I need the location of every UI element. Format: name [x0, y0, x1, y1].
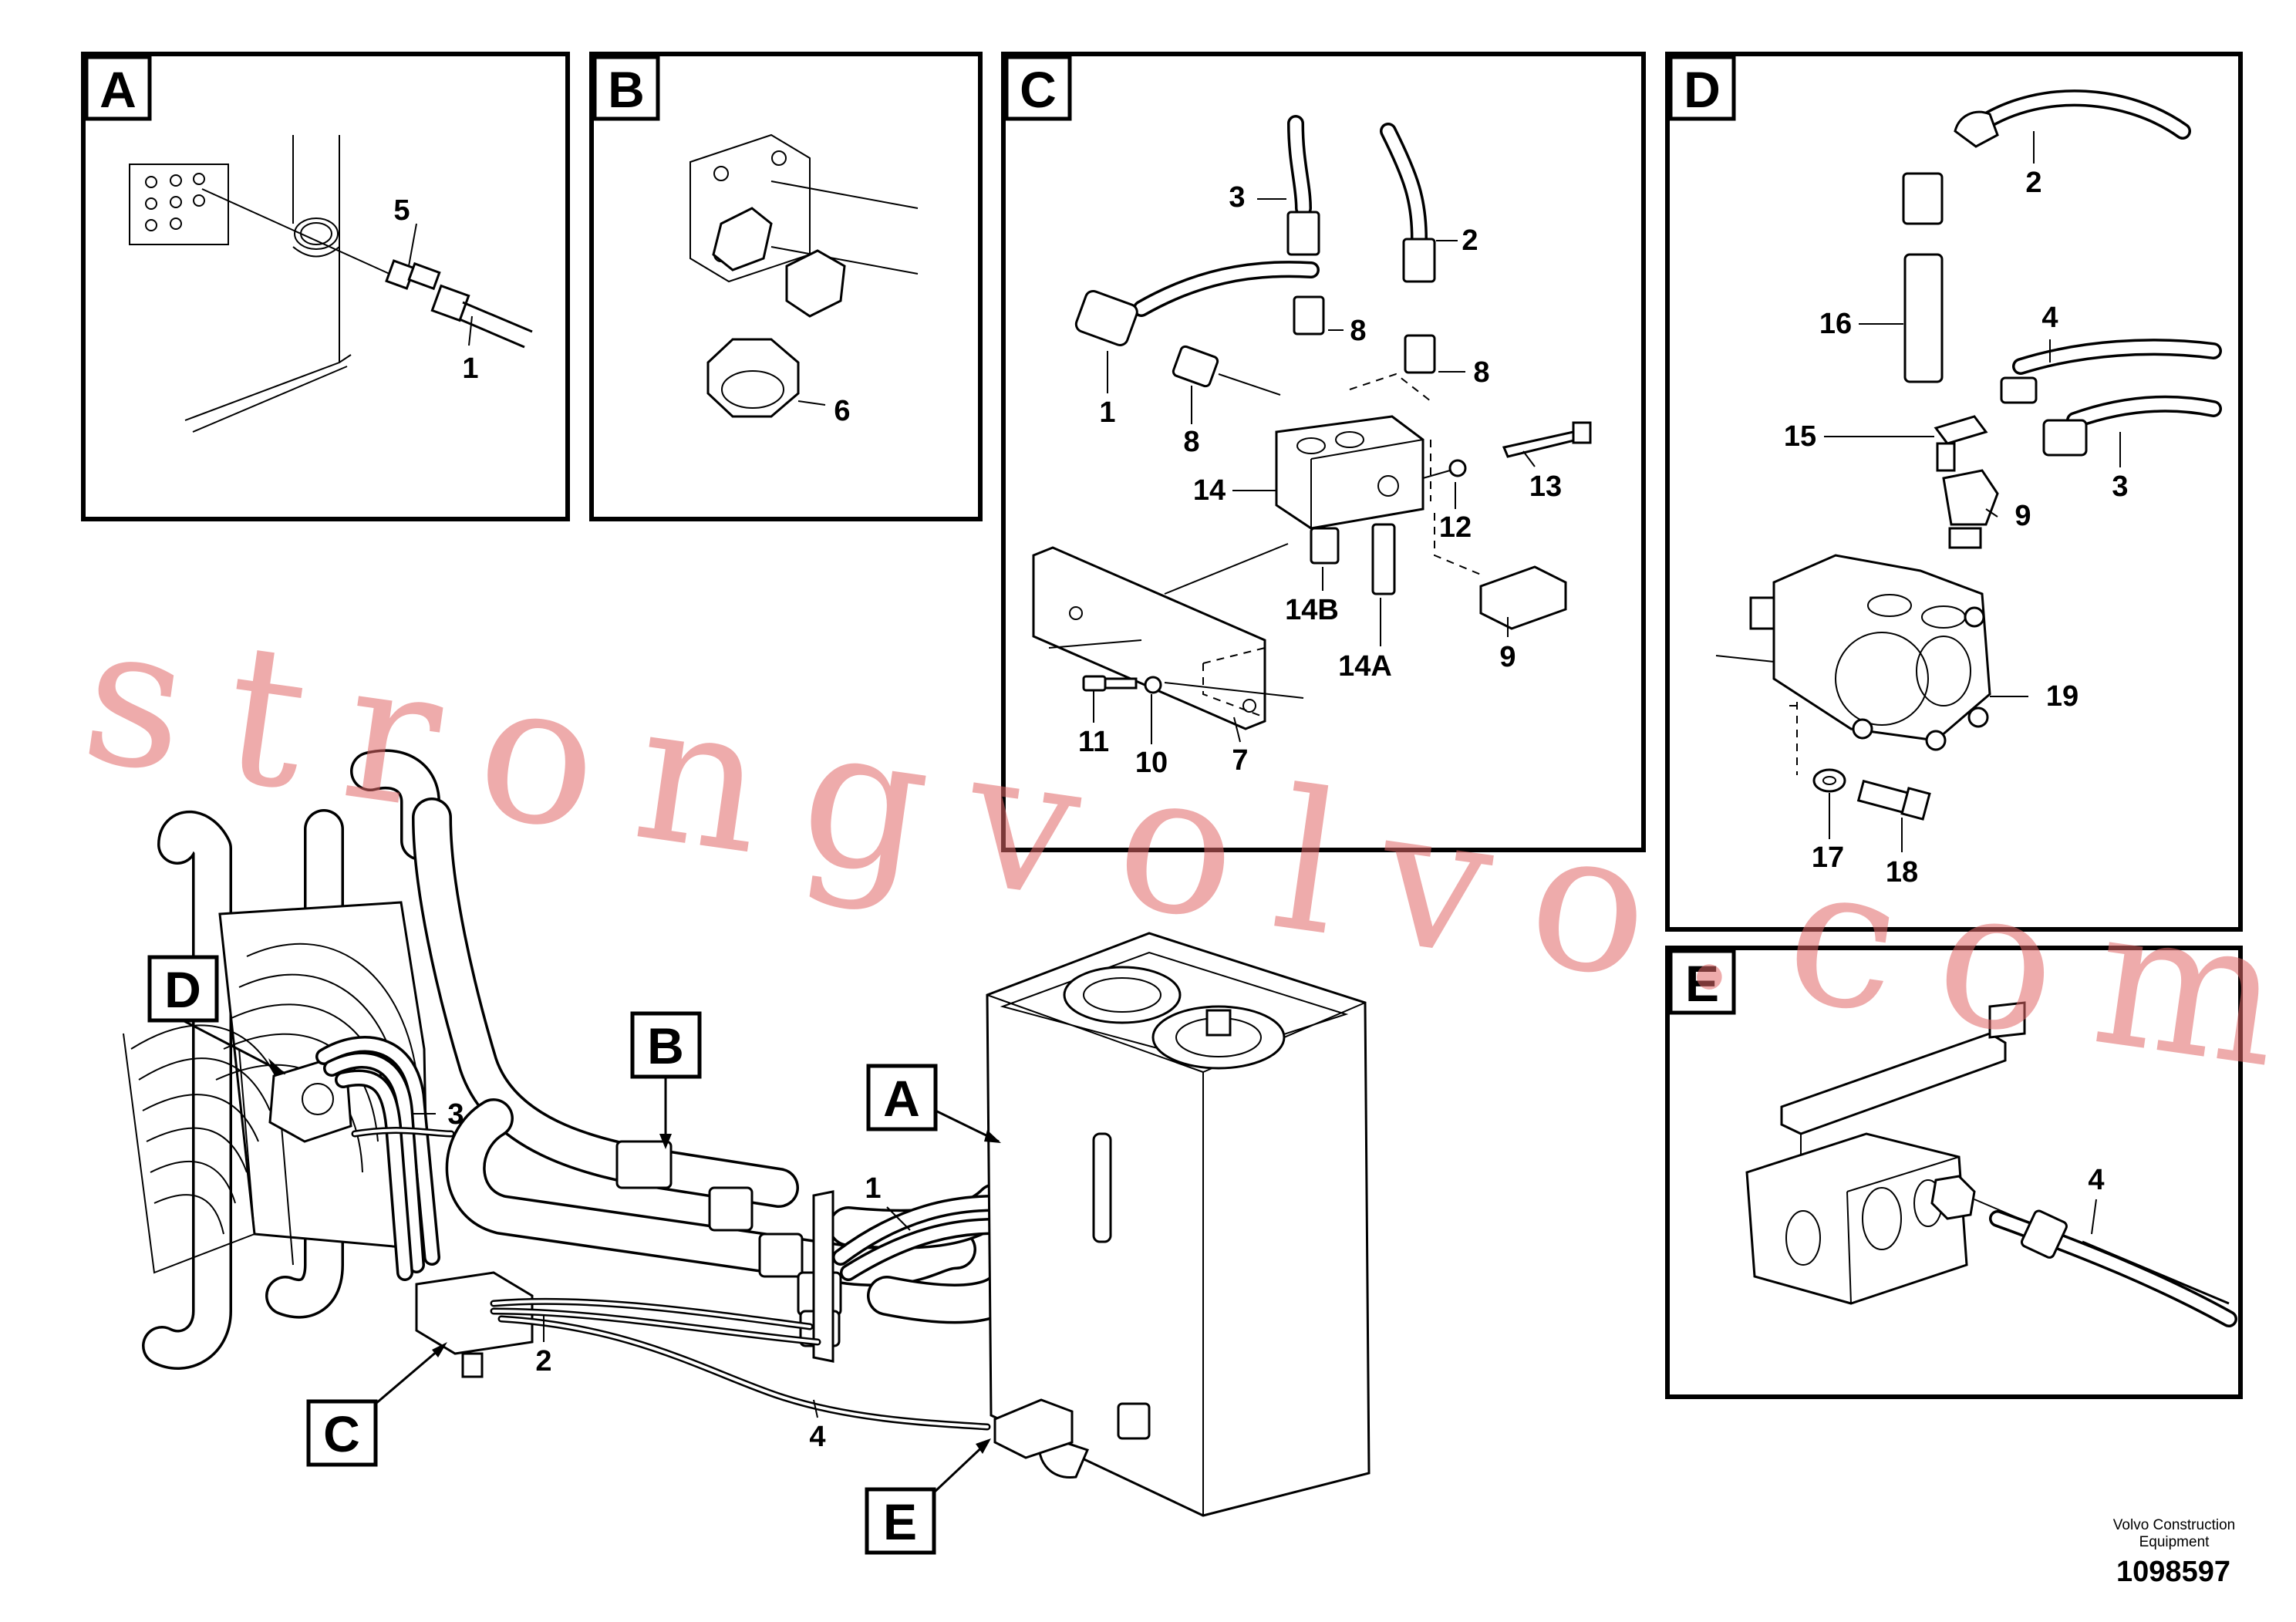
panel-e-artwork [1745, 1001, 2237, 1327]
panel-b-letter: B [608, 61, 645, 118]
callout-a-5: 5 [393, 194, 410, 227]
callout-c-2: 2 [1462, 224, 1478, 257]
svg-text:D: D [164, 961, 201, 1018]
callout-d-4: 4 [2041, 302, 2058, 334]
callout-c-3: 3 [1229, 181, 1245, 214]
callout-c-14: 14 [1193, 474, 1226, 507]
callout-b-6: 6 [834, 395, 850, 427]
callout-d-15: 15 [1784, 420, 1816, 453]
callout-d-3: 3 [2112, 470, 2128, 503]
main-letter-b: B [630, 1011, 702, 1149]
main-letter-d: D [147, 955, 286, 1076]
panel-a: A 5 1 [81, 52, 570, 521]
panel-a-letter: A [99, 61, 137, 118]
svg-text:C: C [323, 1405, 360, 1462]
callout-d-16: 16 [1819, 308, 1852, 340]
callout-c-13: 13 [1529, 470, 1562, 503]
panel-d-letter: D [1684, 61, 1721, 118]
callout-e-4: 4 [2088, 1164, 2104, 1196]
panel-e-letter: E [1685, 955, 1719, 1012]
panel-d-leaders [1824, 131, 2121, 852]
callout-c-10: 10 [1135, 747, 1168, 779]
callout-main-3: 3 [447, 1098, 464, 1131]
panel-e: E 4 [1665, 946, 2243, 1399]
panel-c-artwork [1032, 115, 1592, 730]
svg-text:A: A [883, 1070, 920, 1127]
panel-d-artwork [1715, 89, 2222, 821]
footer-credit-1: Volvo Construction [2113, 1517, 2235, 1533]
panel-b-artwork [689, 133, 919, 418]
footer-credit-2: Equipment [2139, 1534, 2210, 1550]
footer-doc-number: 1098597 [2116, 1556, 2230, 1588]
callout-a-1: 1 [462, 352, 478, 385]
panel-c-letter: C [1020, 61, 1057, 118]
main-assembly-view [123, 749, 1371, 1517]
callout-c-7: 7 [1232, 744, 1248, 777]
callout-c-8c: 8 [1183, 426, 1199, 458]
main-letter-c: C [306, 1342, 447, 1467]
callout-d-17: 17 [1812, 841, 1844, 874]
svg-text:E: E [883, 1493, 917, 1550]
panel-c: C [1001, 52, 1646, 852]
svg-text:B: B [647, 1017, 684, 1074]
callout-c-8b: 8 [1473, 356, 1489, 389]
callout-c-14b: 14B [1285, 594, 1339, 626]
panel-c-leaders [1093, 198, 1536, 744]
main-letter-a: A [866, 1064, 1001, 1143]
panel-a-artwork [129, 135, 533, 433]
callout-c-12: 12 [1439, 511, 1472, 544]
callout-main-4: 4 [809, 1421, 825, 1453]
callout-main-1: 1 [865, 1172, 881, 1205]
callout-c-8a: 8 [1350, 315, 1366, 347]
panel-b: B 6 [589, 52, 983, 521]
callout-d-9: 9 [2014, 500, 2031, 532]
callout-d-18: 18 [1886, 856, 1918, 889]
footer: Volvo Construction Equipment 1098597 [2113, 1517, 2235, 1588]
callout-d-2: 2 [2025, 167, 2041, 199]
main-letter-e: E [865, 1438, 991, 1555]
callout-main-2: 2 [535, 1345, 551, 1378]
panel-d: D [1665, 52, 2243, 932]
callout-c-9: 9 [1499, 641, 1515, 673]
callout-c-11: 11 [1078, 726, 1109, 758]
callout-c-14a: 14A [1338, 650, 1392, 683]
callout-d-19: 19 [2046, 680, 2079, 713]
callout-c-1: 1 [1099, 396, 1115, 429]
